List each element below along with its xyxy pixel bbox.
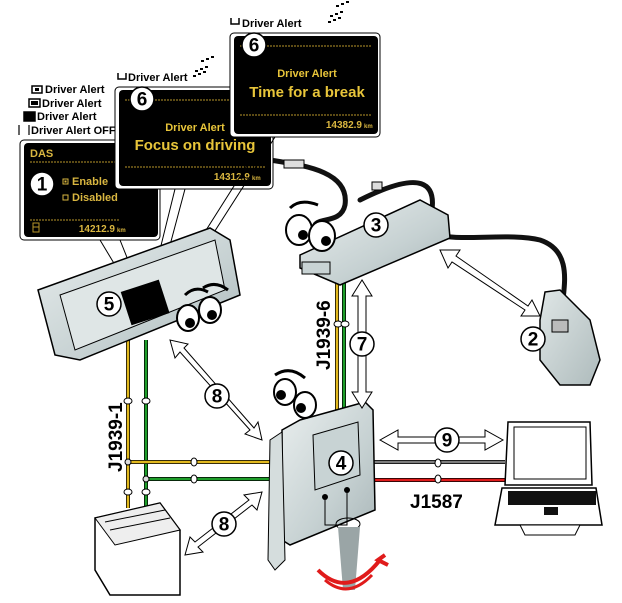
focus-unit: km [252, 176, 261, 182]
alert-level-legend: Driver Alert Driver Alert Driver Alert D… [18, 84, 116, 137]
control-unit: 4 [267, 369, 389, 591]
alert-off-small-icon [117, 73, 127, 80]
music-notes-icon [193, 56, 214, 77]
alert-off-small-icon [230, 18, 240, 25]
alert-level-3-label: Driver Alert [37, 111, 97, 123]
fuse-box [94, 502, 181, 596]
callout-2-label: 2 [528, 330, 539, 351]
alert-off-label: Driver Alert OFF [31, 125, 116, 137]
music-notes-icon [328, 1, 349, 23]
j1587-wires [355, 458, 505, 484]
callout-7 [349, 331, 375, 357]
break-unit: km [364, 124, 373, 130]
focus-message: Focus on driving [135, 137, 256, 154]
j1939-6-wires [333, 270, 350, 410]
break-message: Time for a break [249, 84, 365, 101]
focus-odometer: 14312.9 [214, 172, 251, 183]
alert-level-1-label: Driver Alert [45, 84, 105, 96]
callout-1 [29, 171, 55, 197]
callout-9-label: 9 [442, 431, 453, 452]
callout-7-label: 7 [357, 335, 368, 356]
camera-control-module: 3 [283, 159, 451, 286]
callout-6-break [241, 32, 267, 58]
alert-off-icon [18, 125, 30, 135]
break-title: Driver Alert [277, 68, 337, 80]
rotate-arrow-icon [316, 553, 389, 585]
callout-3 [363, 212, 389, 238]
option-disabled[interactable]: Disabled [72, 192, 118, 204]
alert-level-3-icon [23, 111, 36, 122]
instrument-cluster: 5 [37, 227, 241, 361]
bus-label-j1939-6: J1939-6 [314, 300, 335, 370]
j1939-1-wires [123, 340, 276, 518]
break-alert-screen: Driver Alert 6 Driver Alert Time for a b… [229, 1, 381, 138]
callout-8-upper-label: 8 [212, 387, 223, 408]
checkbox-empty-icon[interactable] [62, 194, 69, 201]
callout-5-label: 5 [104, 295, 115, 316]
alert-level-2-icon [28, 98, 41, 108]
alert-level-2-label: Driver Alert [42, 98, 102, 110]
checkbox-checked-icon[interactable] [62, 178, 69, 185]
focus-header-label: Driver Alert [128, 72, 188, 84]
das-menu-odometer: 14212.9 [79, 224, 116, 235]
callout-6-focus-label: 6 [137, 90, 148, 111]
bus-label-j1939-1: J1939-1 [106, 402, 127, 472]
callout-5 [96, 291, 122, 317]
callout-8-lower-label: 8 [219, 515, 230, 536]
break-odometer: 14382.9 [326, 120, 363, 131]
callout-8-upper [204, 383, 230, 409]
callout-4-label: 4 [336, 454, 347, 475]
callout-9 [434, 427, 460, 453]
callout-6-focus [129, 86, 155, 112]
callout-2 [520, 326, 546, 352]
das-menu-title: DAS [30, 148, 53, 160]
das-menu-unit: km [117, 228, 126, 234]
focus-title: Driver Alert [165, 122, 225, 134]
callout-1-label: 1 [37, 175, 48, 196]
diagnostic-laptop [494, 421, 603, 536]
callout-4 [328, 450, 354, 476]
fuel-icon [32, 222, 40, 233]
bus-label-j1587: J1587 [410, 492, 463, 513]
break-header-label: Driver Alert [242, 18, 302, 30]
option-enable[interactable]: Enable [72, 176, 108, 188]
callout-8-lower [211, 511, 237, 537]
callout-3-label: 3 [371, 216, 382, 237]
callout-6-break-label: 6 [249, 36, 260, 57]
alert-level-1-icon [31, 85, 43, 94]
camera-unit: 2 [520, 289, 601, 386]
rotary-knob [338, 527, 360, 590]
